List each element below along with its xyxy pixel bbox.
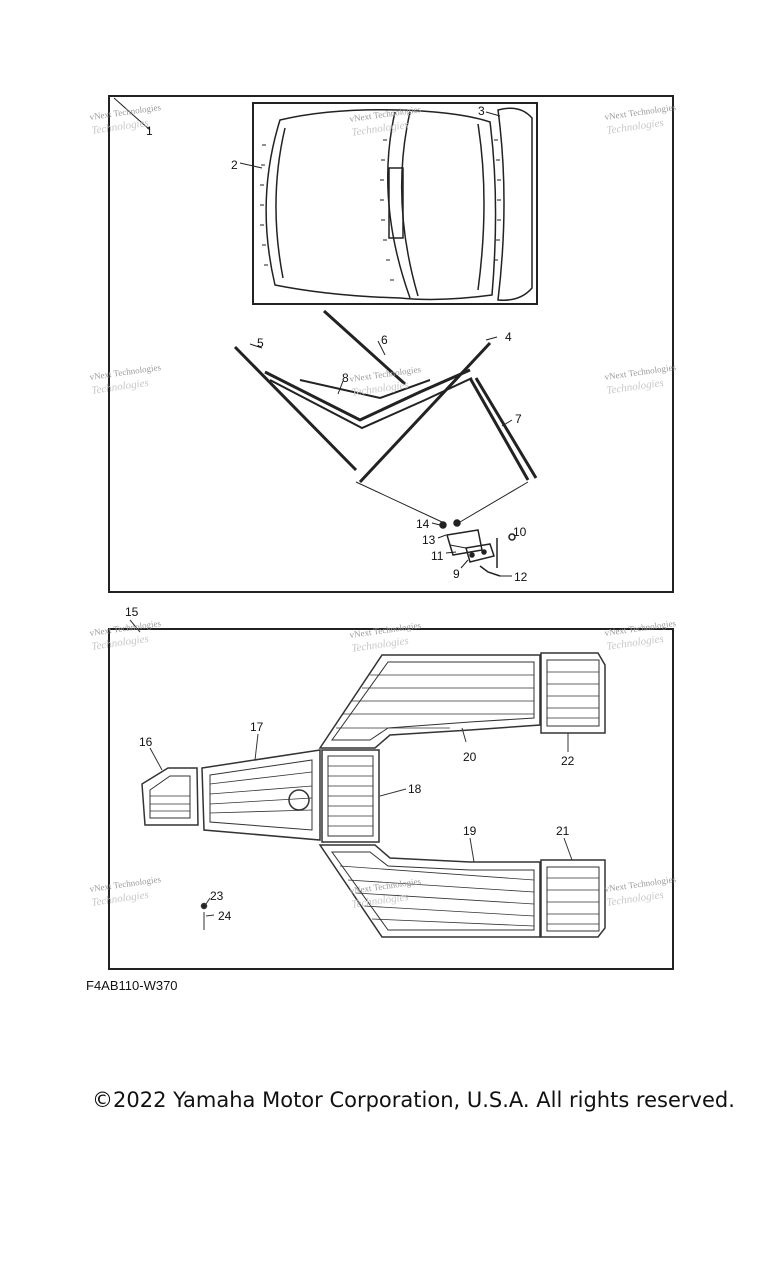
callout-11: 11 bbox=[431, 549, 444, 563]
figure-code: F4AB110-W370 bbox=[86, 978, 178, 993]
canopy-inset bbox=[113, 97, 538, 305]
callout-7: 7 bbox=[515, 412, 522, 426]
callout-22: 22 bbox=[561, 754, 575, 768]
watermark-text: vNext Technologies bbox=[604, 874, 677, 894]
mount-bracket bbox=[431, 519, 516, 577]
frame-bows bbox=[233, 309, 538, 484]
callout-18: 18 bbox=[408, 782, 422, 796]
callout-1: 1 bbox=[146, 124, 153, 138]
deck-mats bbox=[129, 619, 606, 938]
watermark-text: vNext Technologies bbox=[89, 874, 162, 894]
callout-13: 13 bbox=[422, 533, 436, 547]
watermark-text: vNext Technologies bbox=[604, 362, 677, 382]
callout-14: 14 bbox=[416, 517, 430, 531]
callout-12: 12 bbox=[514, 570, 528, 584]
watermark-text: vNext Technologies bbox=[349, 620, 422, 640]
callout-2: 2 bbox=[231, 158, 238, 172]
callout-17: 17 bbox=[250, 720, 264, 734]
watermark-text: vNext Technologies bbox=[604, 618, 677, 638]
callout-5: 5 bbox=[257, 336, 264, 350]
callout-6: 6 bbox=[381, 333, 388, 347]
callout-20: 20 bbox=[463, 750, 477, 764]
callout-15: 15 bbox=[125, 605, 139, 619]
watermark-text: vNext Technologies bbox=[349, 876, 422, 896]
callout-9: 9 bbox=[453, 567, 460, 581]
callout-8: 8 bbox=[342, 371, 349, 385]
watermark-text: vNext Technologies bbox=[604, 102, 677, 122]
copyright-notice: ©2022 Yamaha Motor Corporation, U.S.A. A… bbox=[92, 1088, 735, 1112]
callout-16: 16 bbox=[139, 735, 153, 749]
bimini-top-panel bbox=[108, 95, 674, 593]
callout-23: 23 bbox=[210, 889, 224, 903]
watermark-text: vNext Technologies bbox=[89, 362, 162, 382]
callout-4: 4 bbox=[505, 330, 512, 344]
callout-10: 10 bbox=[513, 525, 527, 539]
watermark-text: vNext Technologies bbox=[349, 104, 422, 124]
callout-21: 21 bbox=[556, 824, 570, 838]
watermark-text: vNext Technologies bbox=[89, 618, 162, 638]
watermark-text: vNext Technologies bbox=[89, 102, 162, 122]
callouts: 1 2 3 4 5 6 7 8 9 10 11 12 13 14 15 16 1… bbox=[125, 104, 575, 923]
callout-19: 19 bbox=[463, 824, 477, 838]
callout-3: 3 bbox=[478, 104, 485, 118]
callout-24: 24 bbox=[218, 909, 232, 923]
